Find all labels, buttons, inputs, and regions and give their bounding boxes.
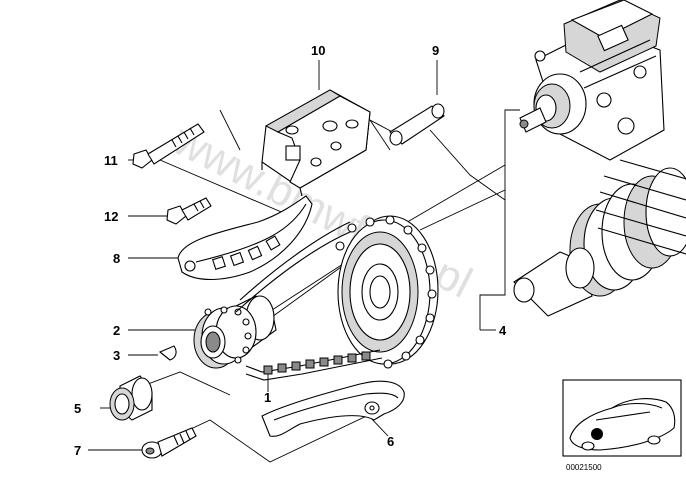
timing-chain — [235, 221, 383, 381]
crankshaft-sprocket — [193, 295, 277, 369]
bolt-short — [166, 197, 212, 225]
callout-12: 12 — [104, 209, 118, 224]
catalog-number: 00021500 — [566, 463, 602, 472]
chain-links — [263, 351, 371, 375]
guide-rail-lower — [261, 380, 405, 437]
woodruff-key — [158, 345, 177, 361]
injection-pump — [519, 0, 665, 161]
callout-4: 4 — [499, 323, 507, 338]
callout-labels: 1 2 3 4 5 6 7 8 9 10 11 12 — [74, 43, 507, 458]
callout-6: 6 — [387, 434, 394, 449]
gear-teeth — [335, 215, 437, 369]
tensioner-pin — [389, 103, 445, 146]
callout-5: 5 — [74, 401, 81, 416]
bolt-long — [132, 123, 205, 169]
chain-tensioner-housing — [261, 89, 371, 197]
callout-7: 7 — [74, 443, 81, 458]
callout-8: 8 — [113, 251, 120, 266]
callout-3: 3 — [113, 348, 120, 363]
pump-drive-gear — [335, 215, 439, 369]
callout-11: 11 — [104, 153, 118, 168]
guide-rail-upper — [177, 195, 313, 280]
bolt-small — [141, 427, 197, 459]
crankshaft — [513, 159, 686, 317]
bush-sleeve — [109, 375, 153, 421]
vehicle-thumbnail — [562, 379, 682, 457]
callout-10: 10 — [311, 43, 325, 58]
sprocket-teeth — [204, 306, 252, 364]
callout-9: 9 — [432, 43, 439, 58]
callout-2: 2 — [113, 323, 120, 338]
callout-1: 1 — [264, 390, 271, 405]
location-marker — [591, 428, 603, 440]
crank-webs — [595, 159, 686, 255]
